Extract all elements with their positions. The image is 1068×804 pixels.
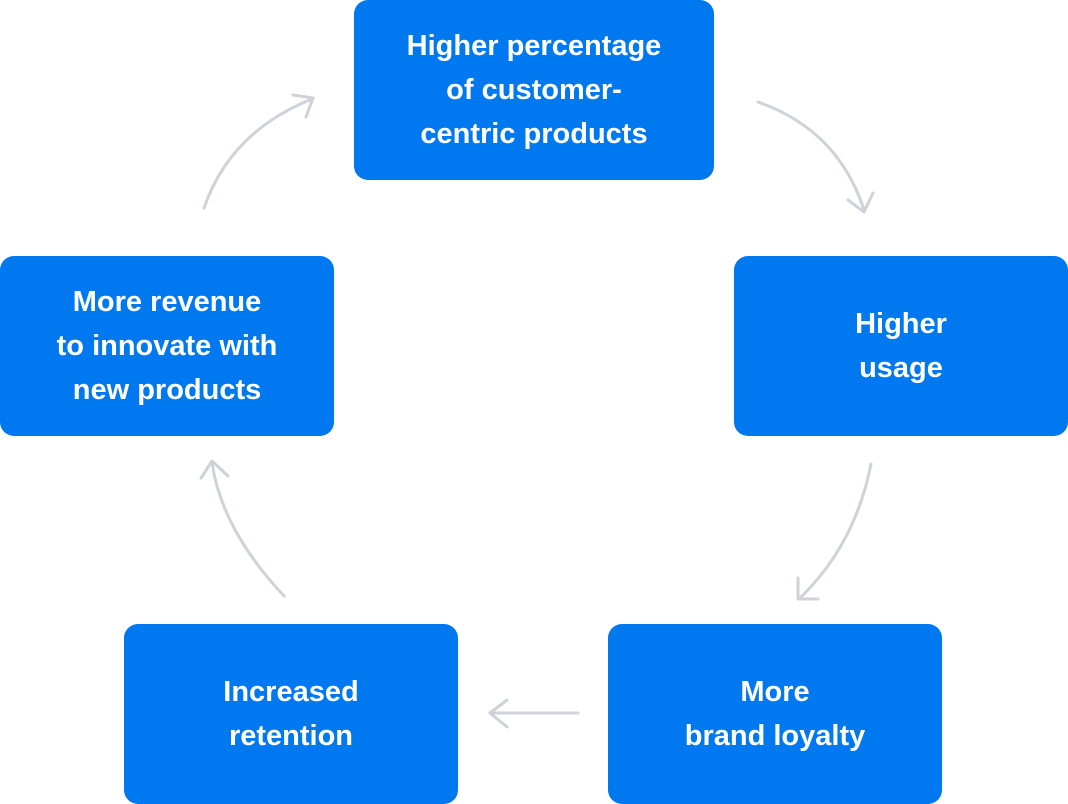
cycle-node-customer-centric-products: Higher percentage of customer- centric p… <box>354 0 714 180</box>
node-label-line: new products <box>72 374 262 406</box>
arrow-left-to-top <box>202 93 315 210</box>
node-label-line: to innovate with <box>56 330 278 362</box>
node-label-line: retention <box>228 720 354 752</box>
node-label-line: of customer- <box>446 74 622 106</box>
node-label-line: Higher <box>855 308 947 340</box>
arrow-bottom-left-to-left <box>199 459 286 598</box>
node-label-line: More <box>740 676 810 708</box>
node-label-line: Increased <box>223 676 359 708</box>
arrow-top-to-right <box>756 100 875 214</box>
node-label-line: usage <box>859 352 943 384</box>
node-label-line: Higher percentage <box>406 30 662 62</box>
cycle-node-brand-loyalty: More brand loyalty <box>608 624 942 804</box>
arrow-bottom-right-to-bottom-left <box>488 698 580 729</box>
node-label-line: brand loyalty <box>684 720 866 752</box>
arrow-right-to-bottom-right <box>796 462 873 601</box>
cycle-node-increased-retention: Increased retention <box>124 624 458 804</box>
cycle-node-higher-usage: Higher usage <box>734 256 1068 436</box>
node-label-line: More revenue <box>72 286 262 318</box>
cycle-node-more-revenue: More revenue to innovate with new produc… <box>0 256 334 436</box>
node-label-line: centric products <box>420 118 648 150</box>
